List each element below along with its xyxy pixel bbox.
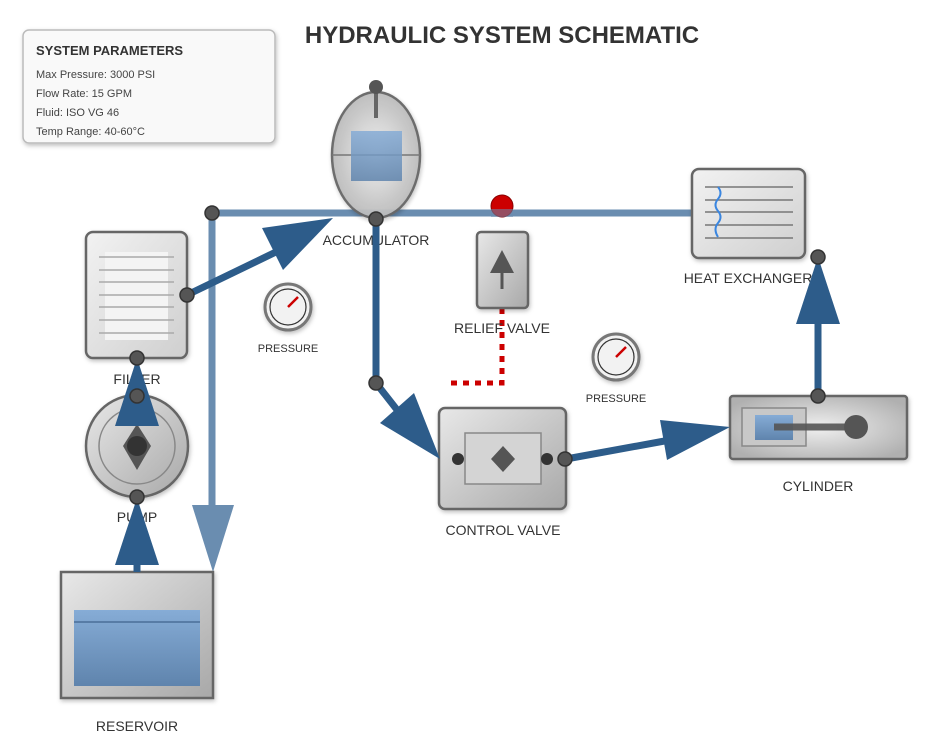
flow-arrow-control-valve: [380, 393, 440, 459]
cylinder[interactable]: [728, 394, 909, 461]
node: [368, 211, 384, 227]
filter[interactable]: [84, 230, 189, 360]
pressure-gauge-2[interactable]: [591, 332, 641, 382]
node: [129, 350, 145, 366]
filter-element-icon: [99, 256, 174, 334]
relief-valve[interactable]: [475, 230, 530, 310]
pressure-gauge-2-label: PRESSURE: [586, 393, 647, 405]
parameters-heading: SYSTEM PARAMETERS: [36, 43, 183, 58]
control-valve[interactable]: [437, 406, 568, 511]
page-title: HYDRAULIC SYSTEM SCHEMATIC: [305, 22, 699, 49]
accumulator[interactable]: [330, 80, 422, 220]
reservoir[interactable]: [59, 570, 215, 700]
return-arrow-reservoir: [192, 505, 234, 572]
node: [810, 388, 826, 404]
coil-icon: [714, 186, 722, 238]
gauge-needle: [615, 346, 627, 358]
pressure-gauge-1-label: PRESSURE: [258, 343, 319, 355]
heat-exchanger[interactable]: [690, 167, 807, 260]
node: [179, 287, 195, 303]
param-temp-range: Temp Range: 40-60°C: [36, 126, 145, 138]
node: [810, 249, 826, 265]
relief-valve-label: RELIEF VALVE: [454, 320, 550, 336]
valve-spool-icon: [491, 446, 515, 472]
param-max-pressure: Max Pressure: 3000 PSI: [36, 69, 155, 81]
flow-arrow-pump: [115, 498, 159, 565]
pressure-gauge-1[interactable]: [263, 282, 313, 332]
return-lines: [192, 209, 695, 572]
gauge-needle: [287, 296, 299, 308]
control-valve-label: CONTROL VALVE: [446, 522, 561, 538]
heat-exchanger-label: HEAT EXCHANGER: [684, 270, 813, 286]
node: [129, 388, 145, 404]
node: [129, 489, 145, 505]
connection-nodes: [129, 205, 826, 505]
cylinder-label: CYLINDER: [783, 478, 854, 494]
node: [204, 205, 220, 221]
param-flow-rate: Flow Rate: 15 GPM: [36, 88, 132, 100]
arrow-up-icon: [490, 250, 514, 273]
pressure-lines: [115, 218, 840, 572]
reservoir-label: RESERVOIR: [96, 718, 178, 734]
flow-arrow-heat-exchanger: [796, 257, 840, 324]
param-fluid: Fluid: ISO VG 46: [36, 107, 119, 119]
node: [557, 451, 573, 467]
node: [368, 375, 384, 391]
system-parameters-panel: SYSTEM PARAMETERS Max Pressure: 3000 PSI…: [22, 29, 276, 144]
pilot-line: [446, 308, 505, 386]
flow-arrow-accumulator: [262, 218, 333, 270]
flow-arrow-cylinder: [660, 420, 730, 460]
